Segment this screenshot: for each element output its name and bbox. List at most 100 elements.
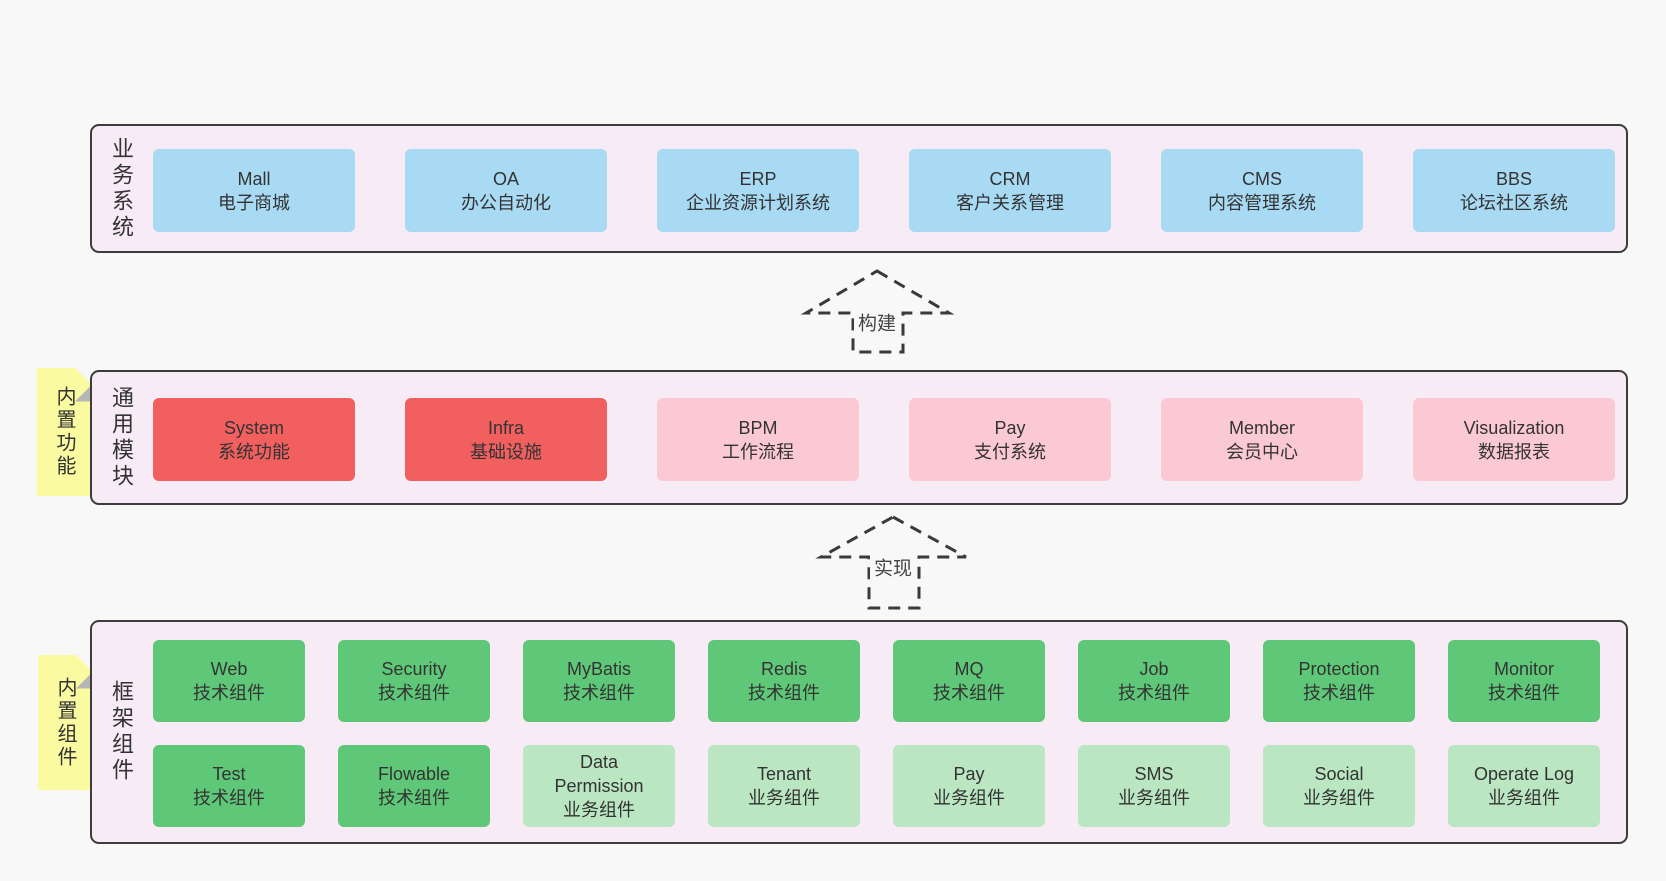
box-subtitle: 技术组件 — [1303, 683, 1375, 703]
box-subtitle: 基础设施 — [470, 441, 542, 462]
box-title: Tenant — [756, 764, 812, 784]
business-systems-row: Mall 电子商城 OA 办公自动化 ERP 企业资源计划系统 CRM 客户关系… — [153, 149, 1615, 232]
framework-component-box: Data Permission 业务组件 — [523, 745, 675, 827]
box-subtitle: 支付系统 — [974, 441, 1046, 462]
box-title: BPM — [738, 417, 778, 438]
box-subtitle: 会员中心 — [1226, 441, 1298, 462]
box-title: Pay — [994, 417, 1026, 438]
built-in-components-sticky-label: 内置组件 — [54, 676, 76, 769]
box-title: Flowable — [377, 764, 451, 784]
module-box: Visualization 数据报表 — [1413, 398, 1615, 481]
box-subtitle: 系统功能 — [218, 441, 290, 462]
framework-component-box: Redis 技术组件 — [708, 640, 860, 722]
box-title: Job — [1139, 659, 1169, 679]
box-title: BBS — [1495, 168, 1533, 189]
box-title: SMS — [1134, 764, 1174, 784]
framework-component-box: MQ 技术组件 — [893, 640, 1045, 722]
box-title: Operate Log — [1473, 764, 1575, 784]
sticky-fold-corner — [75, 368, 92, 402]
framework-component-box: Web 技术组件 — [153, 640, 305, 722]
box-title: CRM — [989, 168, 1031, 189]
framework-component-box: Test 技术组件 — [153, 745, 305, 827]
framework-components-panel-label: 框架组件 — [109, 680, 134, 784]
framework-component-box: Flowable 技术组件 — [338, 745, 490, 827]
box-title: MQ — [954, 659, 984, 679]
implement-arrow-label: 实现 — [869, 552, 917, 582]
box-subtitle: 技术组件 — [378, 788, 450, 808]
framework-component-box: MyBatis 技术组件 — [523, 640, 675, 722]
framework-component-box: Protection 技术组件 — [1263, 640, 1415, 722]
framework-component-box: Tenant 业务组件 — [708, 745, 860, 827]
box-subtitle: 技术组件 — [193, 683, 265, 703]
module-box: Infra 基础设施 — [405, 398, 607, 481]
framework-components-panel: 框架组件 Web 技术组件 Security 技术组件 MyBatis 技术组件… — [90, 620, 1628, 844]
box-subtitle: 电子商城 — [218, 192, 290, 213]
box-title: Security — [381, 659, 447, 679]
business-system-box: BBS 论坛社区系统 — [1413, 149, 1615, 232]
box-title: Monitor — [1493, 659, 1555, 679]
framework-component-box: Monitor 技术组件 — [1448, 640, 1600, 722]
box-subtitle: 业务组件 — [1303, 788, 1375, 808]
sticky-fold-corner — [76, 655, 93, 689]
box-subtitle: 工作流程 — [722, 441, 794, 462]
module-box: Pay 支付系统 — [909, 398, 1111, 481]
box-subtitle: 内容管理系统 — [1208, 192, 1316, 213]
business-system-box: Mall 电子商城 — [153, 149, 355, 232]
box-subtitle: 技术组件 — [1488, 683, 1560, 703]
box-title: Protection — [1298, 659, 1380, 679]
box-subtitle: 企业资源计划系统 — [686, 192, 830, 213]
box-title: MyBatis — [566, 659, 631, 679]
framework-component-box: Operate Log 业务组件 — [1448, 745, 1600, 827]
box-subtitle: 业务组件 — [563, 800, 635, 820]
box-title: ERP — [739, 168, 777, 189]
box-subtitle: 技术组件 — [933, 683, 1005, 703]
box-title: Infra — [487, 417, 525, 438]
business-system-box: OA 办公自动化 — [405, 149, 607, 232]
business-systems-panel-label: 业务系统 — [109, 136, 134, 241]
framework-components-row-1: Web 技术组件 Security 技术组件 MyBatis 技术组件 Redi… — [153, 640, 1600, 722]
box-title: System — [223, 417, 284, 438]
common-modules-panel: 通用模块 System 系统功能 Infra 基础设施 BPM 工作流程 Pay… — [90, 370, 1628, 505]
framework-component-box: SMS 业务组件 — [1078, 745, 1230, 827]
module-box: Member 会员中心 — [1161, 398, 1363, 481]
box-subtitle: 业务组件 — [1488, 788, 1560, 808]
box-title: Test — [212, 764, 246, 784]
box-subtitle: 业务组件 — [1118, 788, 1190, 808]
box-subtitle: 业务组件 — [748, 788, 820, 808]
business-system-box: CRM 客户关系管理 — [909, 149, 1111, 232]
box-title: Data Permission — [554, 752, 644, 796]
box-title: Visualization — [1463, 417, 1565, 438]
box-subtitle: 技术组件 — [378, 683, 450, 703]
box-subtitle: 技术组件 — [563, 683, 635, 703]
framework-components-row-2: Test 技术组件 Flowable 技术组件 Data Permission … — [153, 745, 1600, 827]
box-subtitle: 技术组件 — [748, 683, 820, 703]
box-title: Mall — [237, 168, 271, 189]
box-subtitle: 业务组件 — [933, 788, 1005, 808]
build-arrow-label: 构建 — [853, 307, 901, 337]
module-box: System 系统功能 — [153, 398, 355, 481]
business-systems-panel: 业务系统 Mall 电子商城 OA 办公自动化 ERP 企业资源计划系统 CRM… — [90, 124, 1628, 253]
framework-component-box: Pay 业务组件 — [893, 745, 1045, 827]
box-subtitle: 技术组件 — [1118, 683, 1190, 703]
box-subtitle: 客户关系管理 — [956, 192, 1064, 213]
box-subtitle: 技术组件 — [193, 788, 265, 808]
box-title: Web — [210, 659, 248, 679]
common-modules-panel-label: 通用模块 — [109, 385, 134, 490]
built-in-feature-sticky-label: 内置功能 — [53, 386, 75, 478]
module-box: BPM 工作流程 — [657, 398, 859, 481]
business-system-box: ERP 企业资源计划系统 — [657, 149, 859, 232]
framework-component-box: Social 业务组件 — [1263, 745, 1415, 827]
box-subtitle: 办公自动化 — [461, 192, 551, 213]
framework-component-box: Job 技术组件 — [1078, 640, 1230, 722]
implement-arrow-icon — [815, 515, 967, 610]
framework-component-box: Security 技术组件 — [338, 640, 490, 722]
box-title: Social — [1314, 764, 1364, 784]
box-title: OA — [492, 168, 519, 189]
business-system-box: CMS 内容管理系统 — [1161, 149, 1363, 232]
common-modules-row: System 系统功能 Infra 基础设施 BPM 工作流程 Pay 支付系统… — [153, 398, 1615, 481]
box-title: CMS — [1242, 168, 1282, 189]
box-subtitle: 论坛社区系统 — [1460, 192, 1568, 213]
box-title: Redis — [760, 659, 808, 679]
build-arrow-icon — [800, 269, 955, 354]
box-title: Pay — [953, 764, 985, 784]
